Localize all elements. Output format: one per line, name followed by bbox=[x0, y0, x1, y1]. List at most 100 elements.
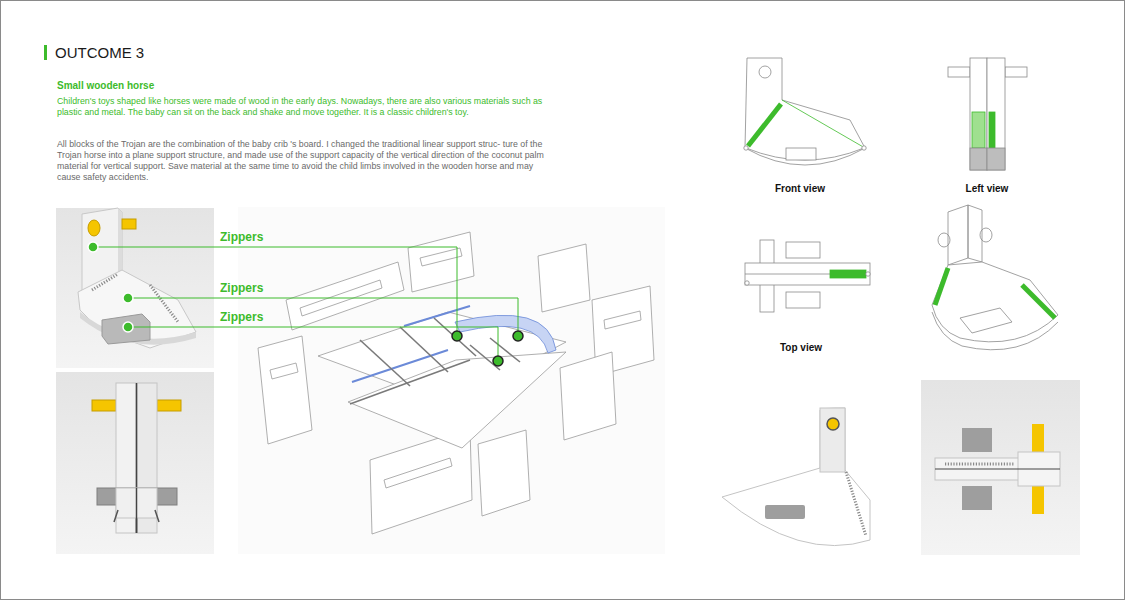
top-view-drawing-part bbox=[830, 270, 866, 278]
front-view-drawing-part bbox=[759, 66, 771, 78]
front-view-drawing-part bbox=[748, 104, 781, 146]
left-view-drawing-part bbox=[987, 148, 1005, 170]
render-front-part bbox=[157, 400, 181, 411]
left-view-drawing-part bbox=[948, 67, 970, 77]
exploded-view-part bbox=[538, 244, 590, 312]
exploded-view-part bbox=[350, 318, 520, 404]
view-caption: Top view bbox=[751, 342, 851, 354]
render-perspective-part bbox=[78, 270, 196, 348]
render-front-part bbox=[56, 372, 214, 554]
exploded-view-part bbox=[420, 248, 462, 266]
render-front-part bbox=[136, 383, 138, 533]
render-perspective-part bbox=[150, 285, 178, 322]
page-title: OUTCOME 3 bbox=[55, 44, 144, 61]
left-view-drawing bbox=[948, 58, 1027, 170]
exploded-view-part bbox=[286, 262, 404, 330]
top-view-drawing-part bbox=[786, 242, 820, 258]
iso-wireframe-part bbox=[980, 228, 992, 242]
exploded-view-part bbox=[478, 430, 530, 516]
render-perspective-part bbox=[122, 219, 136, 229]
exploded-view-part-part bbox=[360, 340, 410, 386]
top-view-drawing-part bbox=[745, 263, 870, 285]
part-label: Zippers bbox=[220, 281, 263, 295]
left-view-drawing-part bbox=[987, 58, 1005, 170]
zipper-leaders-part bbox=[128, 298, 518, 336]
view-caption: Left view bbox=[937, 183, 1037, 195]
callout-dots-part bbox=[513, 331, 523, 341]
iso-wireframe-part bbox=[935, 268, 948, 305]
callout-dots-part bbox=[493, 356, 503, 366]
callout-dots-part bbox=[452, 331, 462, 341]
top-view-drawing-part bbox=[866, 272, 870, 276]
iso-wireframe-part bbox=[960, 308, 1012, 333]
exploded-view-part-part bbox=[400, 327, 448, 372]
iso-wireframe-part bbox=[1022, 285, 1055, 318]
exploded-view bbox=[238, 207, 665, 554]
front-view-drawing-part bbox=[862, 146, 866, 150]
render-top-part bbox=[1032, 484, 1044, 514]
exploded-view-part bbox=[560, 352, 616, 440]
front-view-drawing-part bbox=[744, 146, 748, 150]
render-side-part bbox=[722, 408, 870, 546]
front-view-drawing bbox=[744, 58, 866, 165]
render-perspective-part bbox=[56, 208, 214, 368]
render-perspective-part bbox=[88, 220, 100, 236]
part-label: Zippers bbox=[220, 230, 263, 244]
render-front-part bbox=[92, 400, 116, 411]
render-perspective-part bbox=[80, 312, 196, 345]
render-top-part bbox=[945, 463, 1015, 466]
render-side-part bbox=[765, 505, 805, 519]
body-text: All blocks of the Trojan are the combina… bbox=[57, 139, 549, 183]
exploded-view-part bbox=[604, 311, 641, 329]
front-view-drawing-part bbox=[782, 100, 865, 148]
callout-dots-part bbox=[123, 322, 133, 332]
left-view-drawing-part bbox=[970, 148, 987, 170]
render-perspective-part bbox=[92, 274, 118, 290]
render-top-part bbox=[1032, 424, 1044, 454]
front-view-drawing-part bbox=[746, 148, 864, 160]
exploded-view-part bbox=[352, 306, 470, 382]
render-top-part bbox=[935, 468, 1060, 469]
title-bar bbox=[44, 45, 47, 60]
iso-wireframe bbox=[932, 205, 1058, 350]
front-view-drawing-part bbox=[786, 148, 816, 160]
render-front-part bbox=[114, 510, 159, 522]
callout-dots-part bbox=[88, 242, 98, 252]
render-front-part bbox=[136, 488, 138, 533]
exploded-view-part bbox=[258, 336, 312, 444]
render-perspective bbox=[56, 208, 214, 368]
render-side-part bbox=[846, 472, 866, 536]
callout-dots-part bbox=[123, 293, 133, 303]
render-side bbox=[722, 408, 870, 546]
render-side-part bbox=[827, 418, 839, 430]
exploded-view-part-part bbox=[350, 360, 470, 404]
iso-wireframe-part bbox=[938, 233, 950, 247]
render-top-part bbox=[962, 486, 992, 510]
top-view-drawing bbox=[745, 240, 870, 312]
exploded-view-part bbox=[384, 458, 452, 488]
zipper-leaders bbox=[93, 247, 518, 361]
intro-text: Children's toys shaped like horses were … bbox=[57, 96, 549, 118]
top-view-drawing-part bbox=[745, 281, 749, 285]
left-view-drawing-part bbox=[1005, 67, 1027, 77]
render-top bbox=[921, 380, 1080, 555]
exploded-view-part bbox=[270, 363, 298, 379]
render-perspective-part bbox=[102, 314, 150, 344]
left-view-drawing-part bbox=[972, 112, 985, 148]
part-label: Zippers bbox=[220, 310, 263, 324]
iso-wireframe-part bbox=[932, 262, 1058, 342]
left-view-drawing-part bbox=[989, 112, 995, 148]
top-view-drawing-part bbox=[786, 292, 820, 308]
render-front bbox=[56, 372, 214, 554]
exploded-view-part bbox=[348, 352, 566, 448]
left-view-drawing-part bbox=[970, 58, 987, 170]
exploded-view-part bbox=[238, 207, 665, 554]
zipper-leaders-part bbox=[93, 247, 457, 336]
iso-wireframe-part bbox=[948, 205, 968, 265]
view-caption: Front view bbox=[750, 183, 850, 195]
render-top-part bbox=[962, 428, 992, 452]
render-side-part bbox=[820, 408, 845, 472]
